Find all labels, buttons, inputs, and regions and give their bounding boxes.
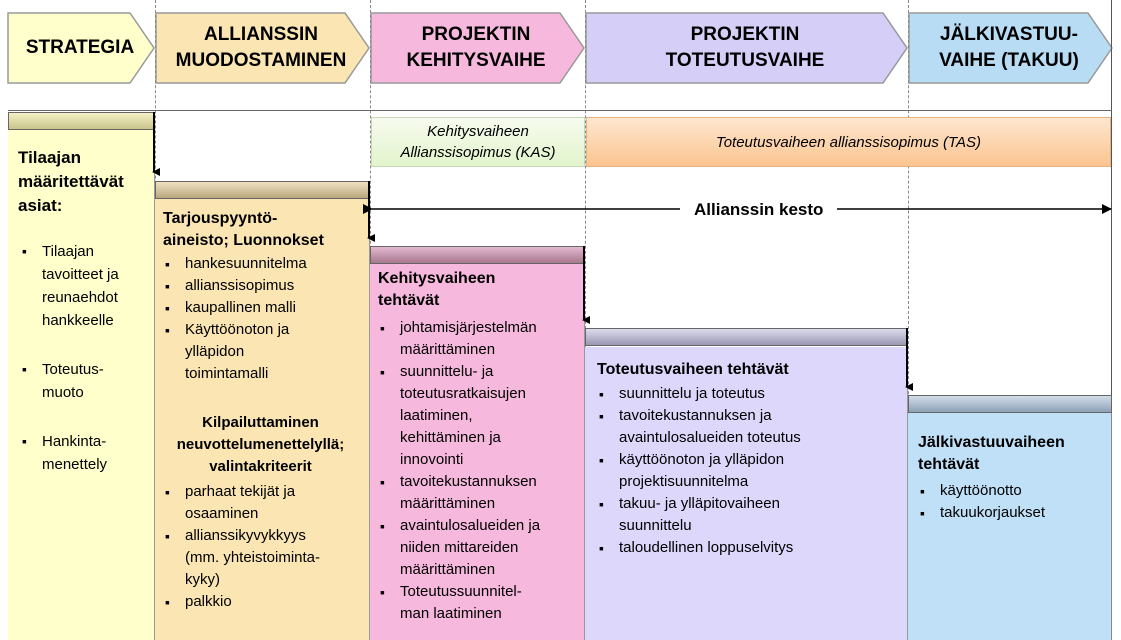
development-item: suunnittelu- ja toteutusratkaisujen laat… <box>378 361 583 471</box>
formation-sub-item: allianssikyvykkyys (mm. yhteistoiminta- … <box>163 525 363 591</box>
formation-sub-list: parhaat tekijät ja osaaminen allianssiky… <box>163 481 363 613</box>
divider-4 <box>908 0 909 640</box>
phase-label-kehitysvaihe: PROJEKTIN KEHITYSVAIHE <box>406 24 546 71</box>
implementation-item: tavoitekustannuksen ja avaintulosalueide… <box>597 405 897 449</box>
strategy-item: Tilaajan tavoitteet ja reunaehdot hankke… <box>20 240 150 332</box>
divider-5 <box>1111 0 1112 640</box>
development-item: tavoitekustannuksen määrittäminen <box>378 471 583 515</box>
implementation-title: Toteutusvaiheen tehtävät <box>597 361 789 378</box>
formation-item: hankesuunnitelma <box>163 253 363 275</box>
formation-sub-item: parhaat tekijät ja osaaminen <box>163 481 363 525</box>
implementation-item: käyttöönoton ja ylläpidon projektisuunni… <box>597 449 897 493</box>
formation-item: allianssisopimus <box>163 275 363 297</box>
phase-arrow-muodostaminen <box>155 12 370 84</box>
phase-label-toteutusvaihe: PROJEKTIN TOTEUTUSVAIHE <box>665 24 825 71</box>
strategy-list: Tilaajan tavoitteet ja reunaehdot hankke… <box>20 240 150 502</box>
implementation-item: suunnittelu ja toteutus <box>597 383 897 405</box>
phase-label-strategia: STRATEGIA <box>25 37 135 58</box>
development-item: avaintulosalueiden ja niiden mittareiden… <box>378 515 583 581</box>
development-list: johtamisjärjestelmän määrittäminen suunn… <box>378 317 583 625</box>
alliance-duration-label: Allianssin kesto <box>680 199 838 221</box>
formation-list: hankesuunnitelma allianssisopimus kaupal… <box>163 253 363 385</box>
implementation-list: suunnittelu ja toteutus tavoitekustannuk… <box>597 383 897 559</box>
formation-item: kaupallinen malli <box>163 297 363 319</box>
header-separator <box>8 110 1112 111</box>
strategy-item: Toteutus- muoto <box>20 358 150 404</box>
phase-label-jalkivastuu: JÄLKIVASTUU- VAIHE (TAKUU) <box>939 24 1079 71</box>
formation-title: Tarjouspyyntö- aineisto; Luonnokset <box>163 210 324 249</box>
development-item: Toteutussuunnitel- man laatiminen <box>378 581 583 625</box>
phase-arrow-jalkivastuu <box>908 12 1113 84</box>
implementation-item: takuu- ja ylläpitovaiheen suunnittelu <box>597 493 897 537</box>
warranty-item: käyttöönotto <box>918 480 1103 502</box>
phase-arrow-kehitysvaihe <box>370 12 585 84</box>
phase-arrow-strategia <box>7 12 155 84</box>
column-warranty <box>908 413 1112 640</box>
warranty-list: käyttöönotto takuukorjaukset <box>918 480 1103 524</box>
formation-item: Käyttöönoton ja ylläpidon toimintamalli <box>163 319 363 385</box>
warranty-title: Jälkivastuuvaiheen tehtävät <box>918 434 1065 473</box>
phase-label-muodostaminen: ALLIANSSIN MUODOSTAMINEN <box>175 24 347 71</box>
strategy-title: Tilaajan määritettävät asiat: <box>18 148 124 215</box>
formation-subtitle: Kilpailuttaminen neuvottelumenettelyllä;… <box>176 414 345 475</box>
contract-kas: Kehitysvaiheen Allianssisopimus (KAS) <box>371 117 585 167</box>
formation-sub-item: palkkio <box>163 591 363 613</box>
phase-arrow-toteutusvaihe <box>585 12 908 84</box>
development-title: Kehitysvaiheen tehtävät <box>378 270 496 309</box>
contract-tas: Toteutusvaiheen allianssisopimus (TAS) <box>586 117 1111 167</box>
development-item: johtamisjärjestelmän määrittäminen <box>378 317 583 361</box>
warranty-item: takuukorjaukset <box>918 502 1103 524</box>
strategy-item: Hankinta- menettely <box>20 430 150 476</box>
implementation-item: taloudellinen loppuselvitys <box>597 537 897 559</box>
phase-arrows <box>7 12 1113 84</box>
bar-warranty <box>908 395 1112 413</box>
